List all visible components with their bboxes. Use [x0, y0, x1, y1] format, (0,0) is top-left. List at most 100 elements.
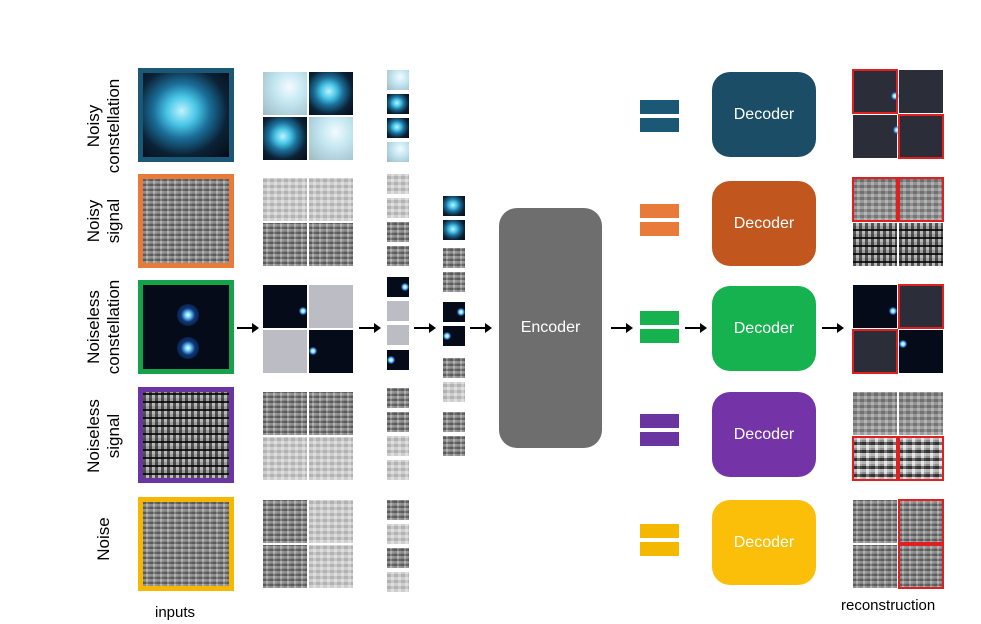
input-noisy-constellation: [138, 68, 234, 162]
token-bar: [640, 311, 679, 325]
input-noise: [138, 497, 234, 591]
patch: [899, 330, 943, 373]
decoder-label: Decoder: [733, 425, 795, 443]
sampled-token: [443, 412, 465, 432]
decoder-noiseless-signal: Decoder: [712, 392, 816, 477]
row-label-line: Noiseless: [84, 290, 103, 364]
row-label-noiseless-signal: Noiseless signal: [84, 376, 126, 496]
constellation-point: [893, 126, 901, 134]
reconstruction-noiseless-signal: [852, 392, 944, 481]
patch-token: [387, 277, 409, 297]
patch: [263, 285, 307, 328]
latent-token-noiseless-constellation: [640, 311, 679, 343]
patch-token: [387, 198, 409, 218]
patch-token: [387, 460, 409, 480]
patch: [263, 72, 307, 115]
decoder-noisy-signal: Decoder: [712, 181, 816, 266]
row-label-line: Noisy: [84, 199, 103, 243]
decoder-label: Decoder: [733, 105, 795, 123]
reconstruction-caption: reconstruction: [841, 597, 936, 614]
row-label-noise: Noise: [94, 479, 116, 599]
patch: [899, 223, 943, 266]
token-bar: [640, 118, 679, 132]
input-noiseless-constellation: [138, 280, 234, 374]
patch-token: [387, 548, 409, 568]
patch-token: [387, 388, 409, 408]
arrow-right-icon: [414, 323, 436, 333]
patch: [309, 392, 353, 435]
arrow-right-icon: [470, 323, 492, 333]
input-noisy-signal: [138, 174, 234, 268]
masked-patch-highlight: [898, 114, 944, 159]
masked-patch-highlight: [898, 177, 944, 222]
patch-token: [387, 350, 409, 370]
decoder-noisy-constellation: Decoder: [712, 72, 816, 157]
arrow-right-icon: [237, 323, 259, 333]
constellation-point: [401, 283, 409, 291]
reconstruction-noisy-constellation: [852, 69, 944, 159]
masked-patch-highlight: [898, 436, 944, 481]
patch: [309, 117, 353, 160]
reconstruction-noise: [853, 499, 944, 589]
patch: [853, 285, 897, 328]
patch-token: [387, 572, 409, 592]
patch-grid-noise: [263, 500, 353, 588]
row-label-noisy-signal: Noisy signal: [84, 161, 126, 281]
row-label-line: Noiseless: [84, 399, 103, 473]
patch: [263, 223, 307, 266]
row-label-line: signal: [104, 198, 123, 244]
patch: [309, 500, 353, 543]
patch: [309, 178, 353, 221]
patch: [853, 223, 897, 266]
patch: [853, 437, 897, 480]
arrow-right-icon: [685, 323, 707, 333]
patch-token: [387, 436, 409, 456]
latent-token-noise: [640, 524, 679, 556]
inputs-caption: inputs: [155, 604, 196, 621]
patch: [309, 223, 353, 266]
patch: [263, 545, 307, 588]
patch: [899, 70, 943, 113]
sampled-token: [443, 302, 465, 322]
patch-token: [387, 325, 409, 345]
constellation-point: [443, 332, 451, 340]
decoder-label: Decoder: [733, 319, 795, 337]
reconstruction-noisy-signal: [852, 177, 944, 266]
patch: [263, 117, 307, 160]
sampled-token-column: [443, 196, 465, 461]
row-label-line: constellation: [104, 279, 123, 375]
flattened-patch-column: [387, 70, 409, 600]
patch-token: [387, 70, 409, 90]
sampled-token: [443, 358, 465, 378]
decoder-noiseless-constellation: Decoder: [712, 286, 816, 371]
patch-token: [387, 412, 409, 432]
arrow-right-icon: [611, 323, 633, 333]
masked-patch-highlight: [898, 284, 944, 329]
constellation-point: [177, 337, 199, 359]
patch: [853, 178, 897, 221]
constellation-point: [891, 92, 899, 100]
row-label-noiseless-constellation: Noiseless constellation: [84, 267, 126, 387]
masked-patch-highlight: [898, 544, 944, 589]
patch-grid-noisy-signal: [263, 178, 353, 266]
token-bar: [640, 204, 679, 218]
patch-grid-noiseless-signal: [263, 392, 353, 480]
patch-token: [387, 301, 409, 321]
patch: [263, 437, 307, 480]
sampled-token: [443, 382, 465, 402]
encoder-block: Encoder: [499, 208, 602, 448]
masked-patch-highlight: [852, 329, 898, 374]
input-noiseless-signal: [138, 387, 234, 483]
masked-patch-highlight: [852, 436, 898, 481]
sampled-token: [443, 436, 465, 456]
patch: [853, 500, 897, 543]
reconstruction-noiseless-constellation: [852, 284, 944, 374]
masked-patch-highlight: [898, 499, 944, 544]
sampled-token: [443, 220, 465, 240]
patch: [853, 392, 897, 435]
decoder-label: Decoder: [733, 214, 795, 232]
patch: [309, 285, 353, 328]
masked-patch-highlight: [852, 177, 898, 222]
patch-token: [387, 174, 409, 194]
patch: [853, 70, 899, 113]
